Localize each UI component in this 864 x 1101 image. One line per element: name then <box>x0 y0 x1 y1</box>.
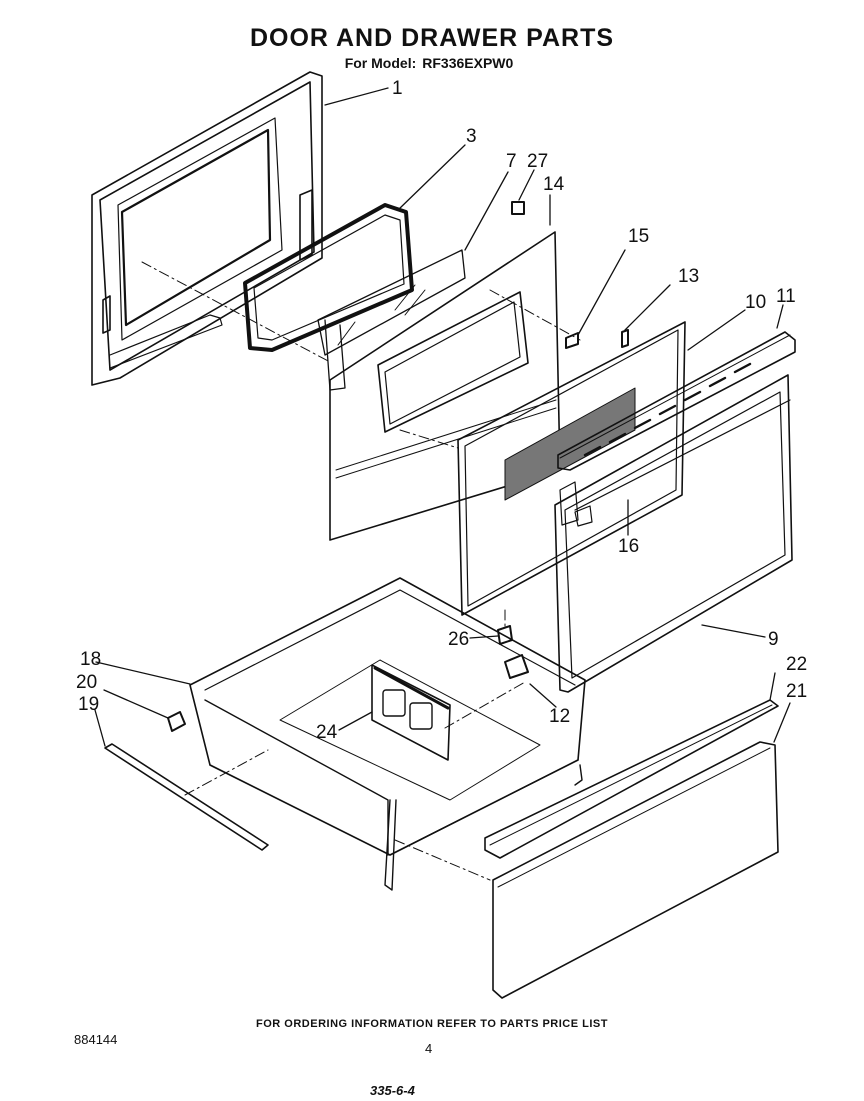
drawer-rail <box>104 743 269 851</box>
ordering-note: FOR ORDERING INFORMATION REFER TO PARTS … <box>256 1018 608 1030</box>
callout-15: 15 <box>628 226 649 247</box>
callout-20: 20 <box>76 672 97 693</box>
drawer-roller <box>167 711 186 732</box>
inner-door-panel <box>329 231 561 541</box>
drawer-body <box>189 577 586 891</box>
callout-3: 3 <box>466 126 477 147</box>
drawer-trim <box>484 699 779 859</box>
callout-13: 13 <box>678 266 699 287</box>
callout-1: 1 <box>392 78 403 99</box>
door-frame <box>554 374 793 693</box>
page-title: DOOR AND DRAWER PARTS <box>249 24 615 52</box>
alignment-lines <box>141 261 581 881</box>
callout-19: 19 <box>78 694 99 715</box>
callout-12: 12 <box>549 706 570 727</box>
callout-10: 10 <box>745 292 766 313</box>
door-glass <box>317 249 466 391</box>
handwritten-note: 335-6-4 <box>370 1083 415 1098</box>
callout-22: 22 <box>786 654 807 675</box>
callout-24: 24 <box>316 722 338 743</box>
catalog-number: 884144 <box>74 1032 118 1047</box>
callout-9: 9 <box>768 629 779 650</box>
page-number: 4 <box>425 1041 433 1056</box>
model-prefix: For Model: <box>344 55 417 71</box>
leader-lines <box>94 87 791 747</box>
door-gasket <box>243 203 414 352</box>
callout-16: 16 <box>618 536 639 557</box>
callout-18: 18 <box>80 649 101 670</box>
model-number: RF336EXPW0 <box>422 55 514 71</box>
drawer-bracket <box>371 664 451 761</box>
model-line: For Model: RF336EXPW0 <box>0 55 864 71</box>
callout-27: 27 <box>527 151 548 172</box>
callout-14: 14 <box>543 174 565 195</box>
callout-11: 11 <box>776 286 796 307</box>
drawer-front-panel <box>492 741 779 999</box>
callout-21: 21 <box>786 681 807 702</box>
door-stop <box>574 505 593 527</box>
callout-26: 26 <box>448 629 469 650</box>
insulation-panel <box>457 321 686 616</box>
callout-7: 7 <box>506 151 517 172</box>
outer-door-panel <box>91 71 323 386</box>
top-door-trim <box>557 331 796 471</box>
small-clips <box>511 201 629 349</box>
